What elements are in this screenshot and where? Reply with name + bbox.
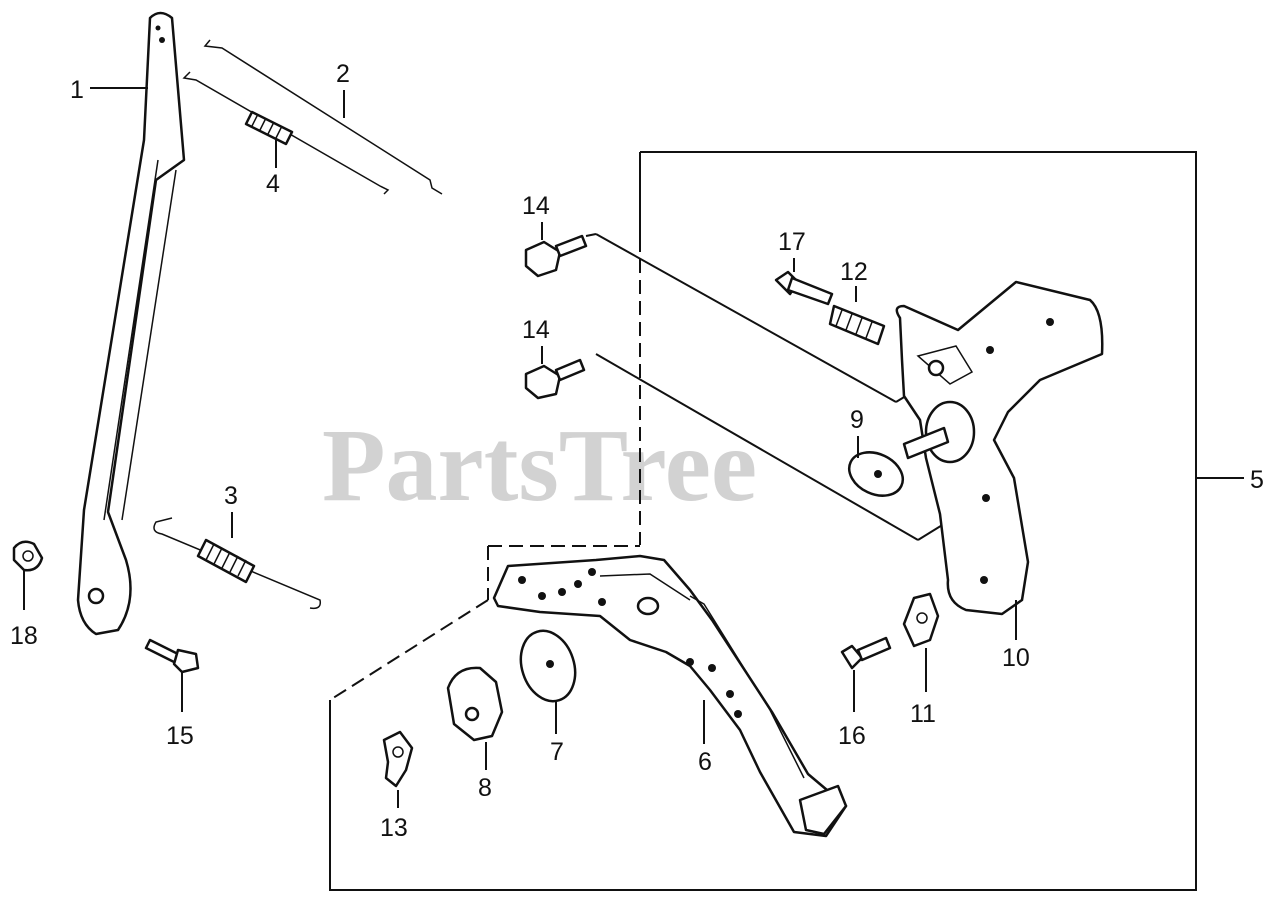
part-6-main-bracket [492, 554, 848, 838]
callout-2: 2 [336, 60, 350, 88]
part-8-plate [446, 666, 504, 742]
callout-15: 15 [166, 722, 194, 750]
part-12-spring [828, 304, 886, 346]
callout-14-lower: 14 [522, 316, 550, 344]
part-4-spring-rod [182, 71, 390, 195]
callout-11: 11 [910, 700, 936, 728]
callout-16: 16 [838, 722, 866, 750]
part-2-rod [203, 39, 443, 195]
part-16-bolt [840, 636, 892, 670]
part-14-bolt-upper [524, 233, 597, 278]
part-18-nut [12, 540, 44, 572]
leader-bolt-lower [595, 353, 919, 541]
part-13-clip [382, 730, 414, 788]
callout-17: 17 [778, 228, 806, 256]
leader-lines [23, 87, 1244, 808]
callout-7: 7 [550, 738, 564, 766]
part-10-bracket-plate [895, 280, 1104, 616]
part-17-bolt [774, 270, 834, 306]
callout-18: 18 [10, 622, 38, 650]
callout-8: 8 [478, 774, 492, 802]
part-3-spring [153, 517, 322, 610]
part-7-washer [519, 629, 577, 703]
watermark: PartsTree [322, 408, 757, 523]
callout-14-upper: 14 [522, 192, 550, 220]
callout-6: 6 [698, 748, 712, 776]
callout-12: 12 [840, 258, 868, 286]
part-15-bolt [144, 638, 200, 674]
callout-3: 3 [224, 482, 238, 510]
part-9-washer [848, 451, 904, 497]
part-11-clip [902, 592, 940, 648]
callout-10: 10 [1002, 644, 1030, 672]
callout-13: 13 [380, 814, 408, 842]
assembly-boundary [329, 151, 1197, 891]
part-14-bolt-lower [524, 358, 586, 400]
callout-4: 4 [266, 170, 280, 198]
callout-5: 5 [1250, 466, 1264, 494]
callout-9: 9 [850, 406, 864, 434]
callout-1: 1 [70, 76, 84, 104]
leader-bolt-upper [595, 233, 897, 403]
part-1-lever-arm [76, 11, 186, 636]
callout-labels: 1 2 3 4 5 6 7 8 9 10 11 12 13 14 14 15 1… [10, 60, 1264, 842]
